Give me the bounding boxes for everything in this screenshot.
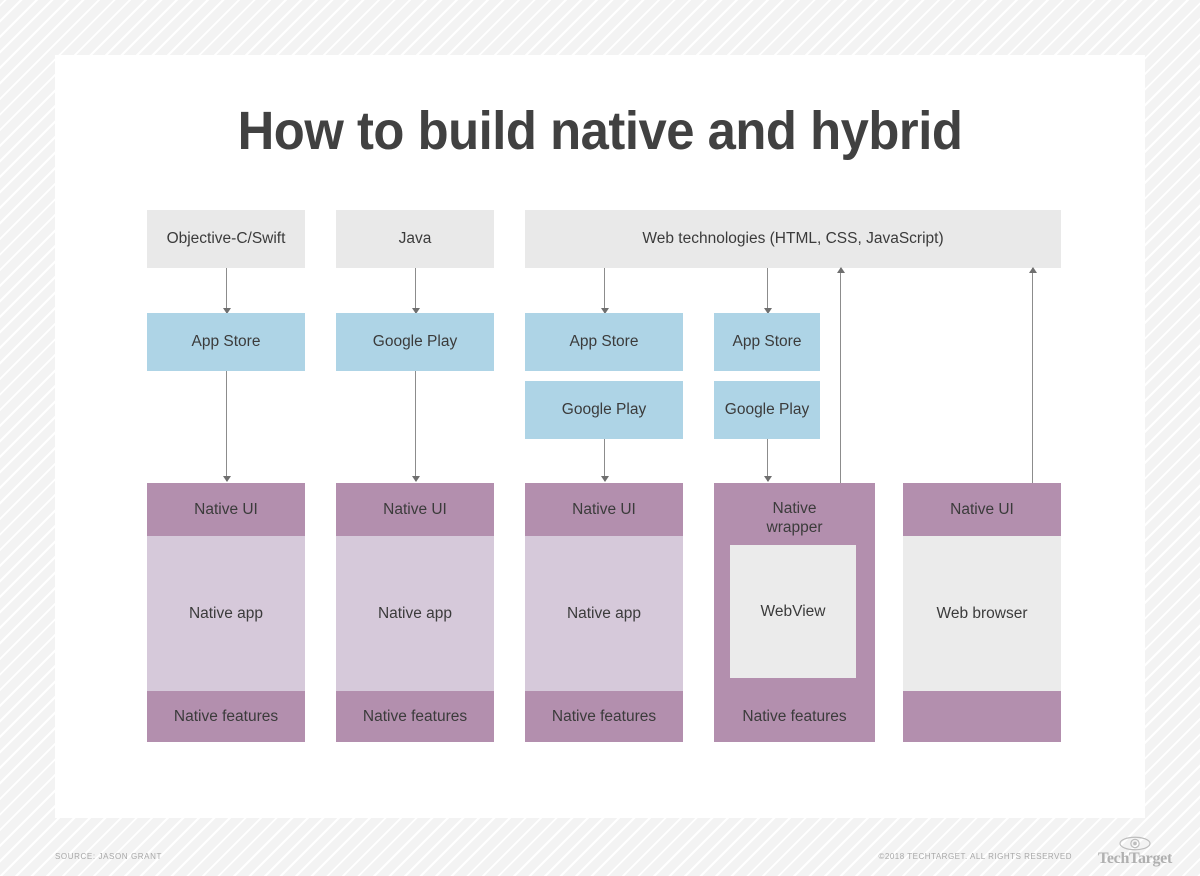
tech-header-label: Objective-C/Swift: [166, 230, 286, 248]
arrow-store-to-stack-3: [600, 439, 609, 482]
arrow-header-to-store-2: [411, 268, 420, 314]
store-label: App Store: [732, 333, 802, 351]
stack-label: Native app: [188, 604, 264, 622]
arrow-head-icon: [411, 476, 420, 482]
arrow-head-icon: [222, 308, 231, 314]
arrow-store-to-stack-1: [222, 371, 231, 482]
tech-header-java: Java: [336, 210, 494, 268]
arrow-head-icon: [411, 308, 420, 314]
arrow-webview-to-web-technologies: [836, 267, 845, 615]
stack-native-app-col3: Native app: [525, 536, 683, 691]
stack-label: Native UI: [572, 500, 636, 518]
footer-source: SOURCE: JASON GRANT: [55, 852, 162, 861]
stack-native-app-col2: Native app: [336, 536, 494, 691]
page-title: How to build native and hybrid: [237, 101, 963, 161]
tech-header-objective-c-swift: Objective-C/Swift: [147, 210, 305, 268]
stack-native-ui-col2: Native UI: [336, 483, 494, 536]
stack-native-ui-col5: Native UI: [903, 483, 1061, 536]
stack-native-ui-col1: Native UI: [147, 483, 305, 536]
arrow-head-icon: [600, 308, 609, 314]
logo-wordmark: TechTarget: [1097, 850, 1172, 867]
stack-label: Native app: [377, 604, 453, 622]
arrow-header-to-store-3: [600, 268, 609, 314]
stack-label: Native UI: [194, 500, 258, 518]
arrow-head-icon: [222, 476, 231, 482]
stack-native-features-col2: Native features: [336, 691, 494, 742]
arrow-store-to-stack-2: [411, 371, 420, 482]
store-app-store-col1: App Store: [147, 313, 305, 371]
arrow-head-icon: [600, 476, 609, 482]
stack-web-browser-col5: Web browser: [903, 536, 1061, 691]
store-google-play-col2: Google Play: [336, 313, 494, 371]
arrow-browser-to-web-technologies: [1028, 267, 1037, 615]
stack-label: WebView: [760, 602, 826, 620]
stack-label: Native UI: [383, 500, 447, 518]
store-google-play-col4: Google Play: [714, 381, 820, 439]
store-label: Google Play: [561, 401, 647, 419]
eye-icon: [1119, 836, 1151, 851]
tech-header-label: Java: [398, 230, 432, 248]
stack-label: Native features: [551, 707, 657, 725]
stack-webview-col4: WebView: [730, 545, 856, 678]
stack-label: Native UI: [950, 500, 1014, 518]
arrow-store-to-stack-4: [763, 439, 772, 482]
stack-label: Native features: [742, 707, 847, 725]
arrow-head-icon: [836, 267, 845, 273]
stack-label: Native features: [173, 707, 279, 725]
arrow-head-icon: [763, 476, 772, 482]
tech-header-web-technologies: Web technologies (HTML, CSS, JavaScript): [525, 210, 1061, 268]
stack-label: Native wrapper: [766, 500, 823, 537]
stack-native-ui-col3: Native UI: [525, 483, 683, 536]
stack-label: Native features: [362, 707, 468, 725]
diagram-card: How to build native and hybrid Objective…: [55, 55, 1145, 818]
store-label: Google Play: [724, 401, 810, 419]
stack-label: Native app: [566, 604, 642, 622]
stack-native-features-col1: Native features: [147, 691, 305, 742]
store-label: App Store: [191, 333, 261, 351]
stack-native-app-col1: Native app: [147, 536, 305, 691]
techtarget-logo: TechTarget: [1074, 836, 1172, 868]
store-label: Google Play: [372, 333, 458, 351]
tech-header-label: Web technologies (HTML, CSS, JavaScript): [642, 230, 944, 248]
store-google-play-col3: Google Play: [525, 381, 683, 439]
store-app-store-col4: App Store: [714, 313, 820, 371]
stack-native-features-col5: [903, 691, 1061, 742]
stack-label: Web browser: [936, 604, 1028, 622]
store-label: App Store: [569, 333, 639, 351]
arrow-head-icon: [1028, 267, 1037, 273]
stack-native-features-col4: Native features: [714, 691, 875, 742]
stack-native-features-col3: Native features: [525, 691, 683, 742]
arrow-header-to-store-4: [763, 268, 772, 314]
store-app-store-col3: App Store: [525, 313, 683, 371]
arrow-head-icon: [763, 308, 772, 314]
arrow-header-to-store-1: [222, 268, 231, 314]
footer-copyright: ©2018 TECHTARGET. ALL RIGHTS RESERVED: [878, 852, 1072, 861]
